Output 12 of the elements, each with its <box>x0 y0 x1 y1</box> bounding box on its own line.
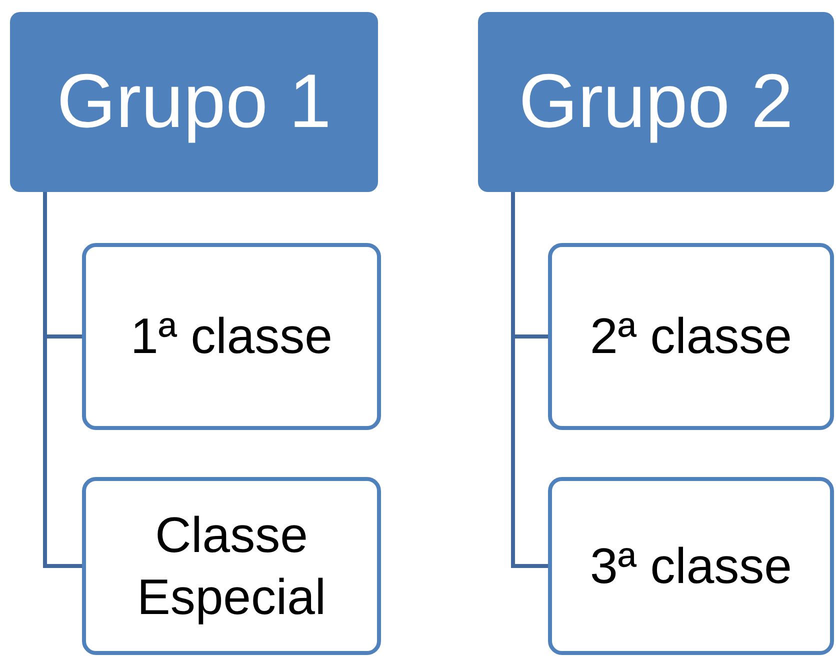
class-box <box>548 477 834 655</box>
class-box <box>82 243 381 430</box>
class-box <box>548 243 834 430</box>
group-header-box <box>10 12 378 192</box>
group-header-box <box>478 12 834 192</box>
connector-line <box>43 192 82 568</box>
class-box <box>82 477 381 655</box>
class-label: 3ª classe <box>590 536 792 596</box>
class-label: Classe Especial <box>136 506 327 627</box>
class-label: 1ª classe <box>130 307 332 366</box>
class-label: 2ª classe <box>590 307 792 366</box>
connector-line <box>511 192 548 568</box>
